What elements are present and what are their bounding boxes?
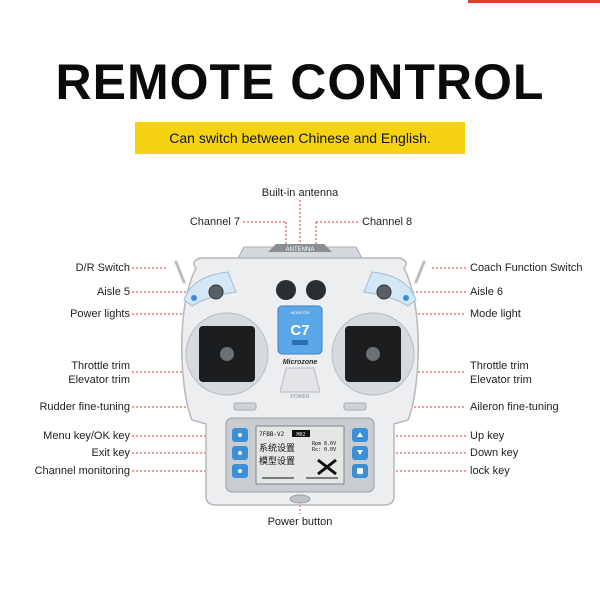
label-aisle-5: Aisle 5 <box>96 286 130 298</box>
label-throttle-trim-right: Throttle trim <box>470 360 529 372</box>
model-display <box>277 305 323 355</box>
right-stick <box>366 347 380 361</box>
label-up-key: Up key <box>470 430 505 442</box>
label-dr-switch: D/R Switch <box>75 262 130 274</box>
lcd-tag-bg <box>292 430 310 437</box>
lcd-info-2: Rx: 0.0V <box>312 447 336 453</box>
top-accent-line <box>468 0 600 3</box>
label-aisle-6: Aisle 6 <box>470 286 504 298</box>
aisle-5-knob <box>208 284 224 300</box>
label-channel-7: Channel 7 <box>189 216 240 228</box>
channel-7-knob <box>276 280 296 300</box>
antenna-plate <box>268 244 332 252</box>
page-title: REMOTE CONTROL <box>55 54 545 110</box>
trim-panel <box>279 367 321 393</box>
language-banner: Can switch between Chinese and English. <box>135 122 465 154</box>
display-top-text: MONITOR <box>291 310 310 315</box>
antenna-text: ANTENNA <box>286 247 315 253</box>
power-text: POWER <box>291 394 310 400</box>
lcd-info-1: Rpm 8.0V <box>312 441 336 447</box>
label-elevator-trim-left: Elevator trim <box>68 374 130 386</box>
coach-switch-lever <box>414 260 426 284</box>
model-tag <box>292 340 308 345</box>
left-shoulder-led <box>191 295 197 301</box>
label-menu-ok-key: Menu key/OK key <box>43 430 130 442</box>
label-coach-function-switch: Coach Function Switch <box>470 262 583 274</box>
left-stick <box>220 347 234 361</box>
label-power-button: Power button <box>267 516 333 528</box>
label-aileron-fine-tuning: Aileron fine-tuning <box>470 401 559 413</box>
aisle-6-knob <box>376 284 392 300</box>
label-channel-monitoring: Channel monitoring <box>34 465 130 477</box>
model-name: C7 <box>290 322 309 339</box>
lcd-model-tag: M02 <box>296 432 305 438</box>
label-power-lights: Power lights <box>70 308 130 320</box>
rudder-trim <box>233 402 257 411</box>
lcd-model-line: 7FBB-V2 <box>259 431 285 438</box>
label-lock-key: lock key <box>470 465 510 477</box>
label-built-in-antenna: Built-in antenna <box>261 187 339 199</box>
aileron-trim <box>343 402 367 411</box>
lcd-menu-2: 模型设置 <box>259 456 295 467</box>
label-elevator-trim-right: Elevator trim <box>470 374 532 386</box>
label-rudder-fine-tuning: Rudder fine-tuning <box>39 401 130 413</box>
dr-switch-lever <box>174 260 186 284</box>
brand-logo: Microzone <box>283 359 318 366</box>
label-mode-light: Mode light <box>470 308 521 320</box>
label-down-key: Down key <box>470 447 519 459</box>
label-throttle-trim-left: Throttle trim <box>71 360 130 372</box>
lcd-menu-1: 系统设置 <box>259 442 295 454</box>
lcd-plane-icon <box>317 458 337 476</box>
right-shoulder-led <box>403 295 409 301</box>
power-button <box>289 494 311 504</box>
label-channel-8: Channel 8 <box>362 216 413 228</box>
label-exit-key: Exit key <box>91 447 130 459</box>
channel-8-knob <box>306 280 326 300</box>
